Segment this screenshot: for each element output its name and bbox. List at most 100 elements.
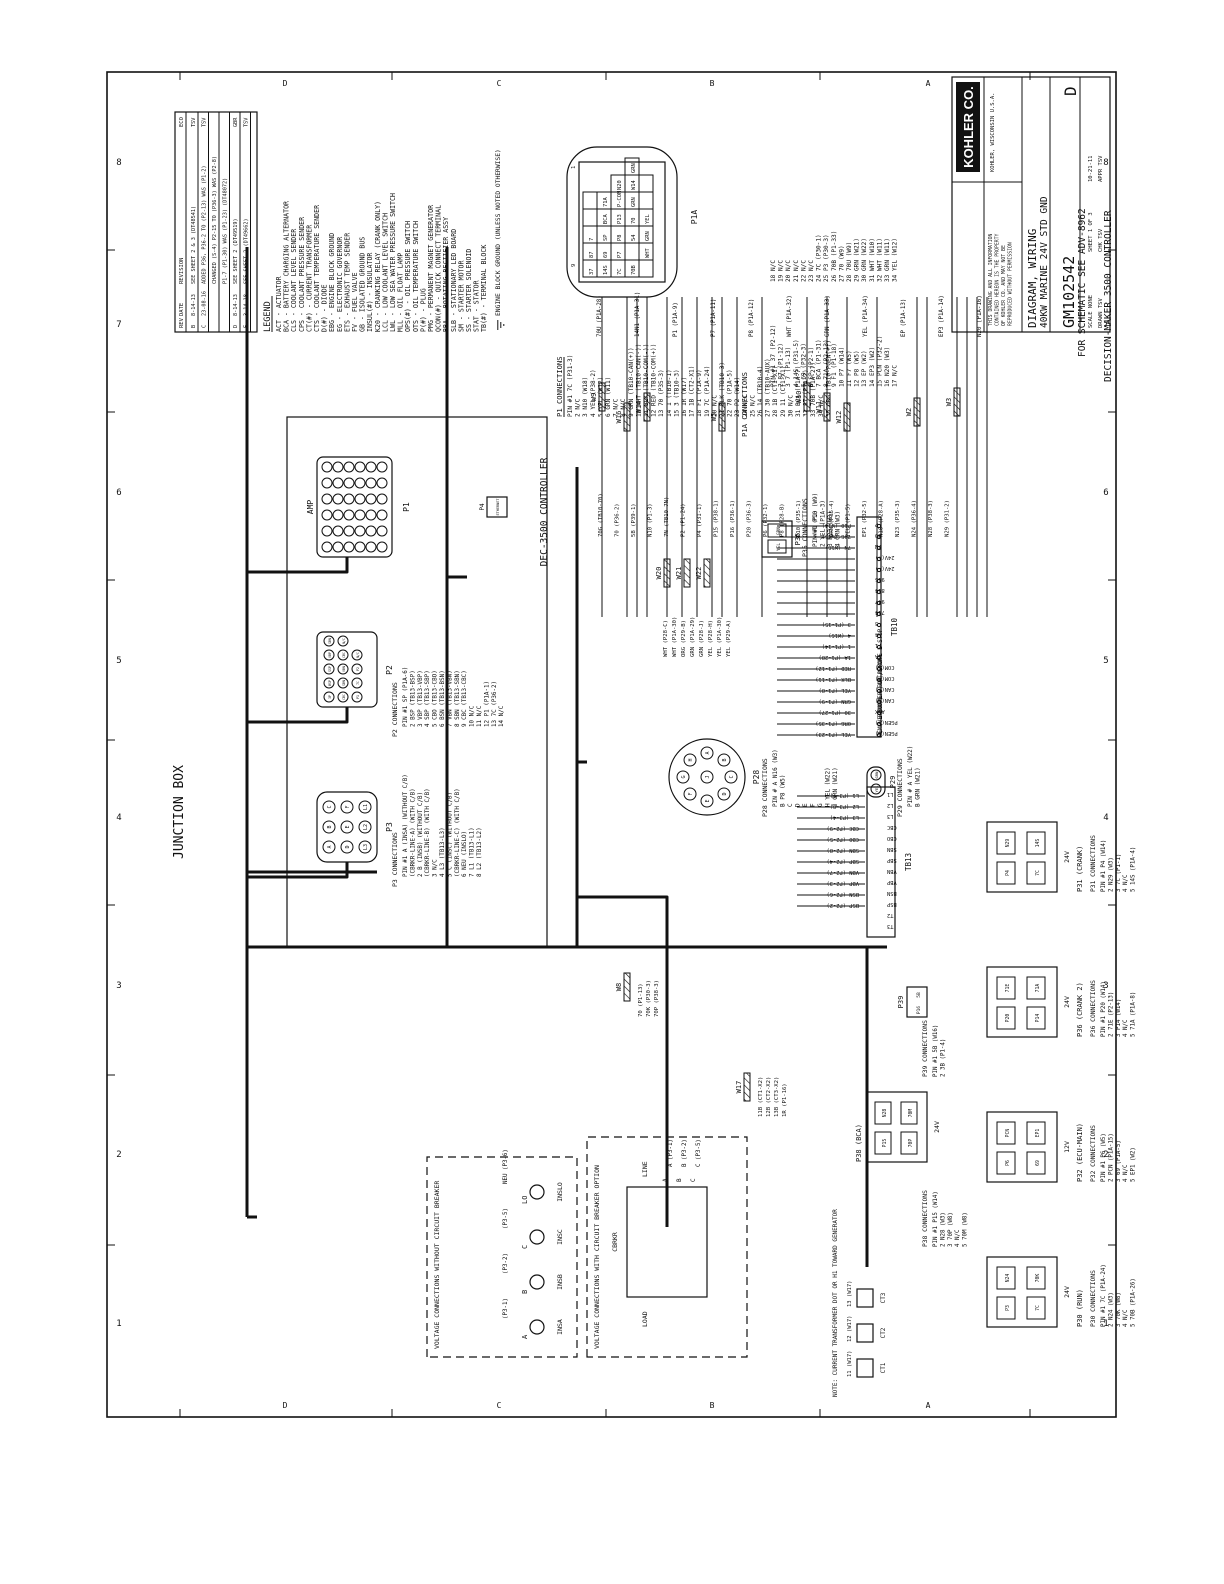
- p3-connection-row: PIN #1 A (INSA) (WITHOUT C/B): [403, 774, 409, 877]
- p35-connections-title: P35 CONNECTIONS: [801, 498, 809, 557]
- p1a-connection-row: 30 GRN (W22): [861, 238, 868, 282]
- relay-pin: [1026, 831, 1046, 855]
- p38-connection-row: 4 N/C: [955, 1229, 961, 1247]
- revision-cell: TSV: [244, 118, 250, 127]
- harness-wire-label: WHT (P1A-30): [672, 617, 678, 657]
- p1-connection-row: 20 N/C: [711, 395, 718, 417]
- p1a-pin: 87: [589, 252, 595, 259]
- legend-title: LEGEND: [263, 301, 273, 332]
- p29-pin-label: GRN: [874, 771, 879, 779]
- relay-pin: [1026, 1151, 1046, 1175]
- p28-pin: [676, 770, 690, 784]
- stud-icon: [529, 1184, 545, 1200]
- p1-connection-row: 25 N/C: [749, 395, 756, 417]
- relay-body: [986, 966, 1058, 1038]
- relay-connection-row: 5 EP1 (W2): [1131, 1147, 1137, 1182]
- p1a-pin: P8: [617, 235, 623, 242]
- p1a-number: 9: [571, 264, 577, 267]
- p2-pin: [323, 663, 335, 675]
- zone-letter-top: C: [497, 79, 502, 88]
- relay-label: P32 (ECU-MAIN): [1076, 1123, 1084, 1182]
- p2-pin-label: SSP: [328, 666, 332, 672]
- p1a-connection-row: 18 N/C: [770, 260, 777, 282]
- revision-cell: E: [244, 325, 250, 328]
- p4-sublabel: ETHERNET: [496, 498, 500, 516]
- revision-cell: D: [233, 325, 239, 328]
- harness-wire-label: P8 (P28-B): [780, 503, 786, 537]
- remote-label: REMOTE START/STOP: [878, 657, 884, 717]
- tb10-wire-label: 3 (P1-15): [822, 621, 851, 627]
- zone-number-left: 4: [116, 813, 121, 823]
- stud-label: LO: [521, 1196, 529, 1204]
- p29-connection-row: PIN # A YEL (W22): [907, 746, 914, 807]
- p2-connection-row: 6 BSN (TB13-BSN): [440, 670, 446, 727]
- harness-wire-label: 14N1 (P1A-31): [635, 292, 641, 337]
- fine-print: CONTAINED HEREON IS THE PROPERTY: [995, 233, 1001, 326]
- p1-pin: [354, 477, 366, 489]
- zone-number-left: 5: [116, 656, 121, 666]
- p1a-connection-row: 20 N/C: [785, 260, 792, 282]
- p28-pin-label: E: [705, 799, 711, 802]
- controller-title: DEC-3500 CONTROLLER: [539, 457, 550, 566]
- p1-connection-row: 31 BCA (P1A-7): [795, 366, 802, 417]
- p1a-connection-row: 6 SP (P2-1): [808, 347, 815, 387]
- legend-item: CT(#) - CURRENT TRANSFORMER: [305, 225, 313, 332]
- p3-connection-row: (CBRKR-LINE-C) (WITH C/B): [455, 788, 461, 877]
- p28-pin-label: D: [722, 792, 728, 795]
- p1-pin: [332, 509, 344, 521]
- p2-connections-title: P2 CONNECTIONS: [391, 682, 399, 737]
- harness-wire-label: N28 (P38-3): [928, 500, 934, 537]
- tb10-terminal: CAN(+): [875, 686, 894, 692]
- harness-wire-label: GRN (P1A-29): [690, 617, 696, 657]
- legend-item: K20 - CRANKING RELAY (CRANK ONLY): [374, 201, 382, 332]
- p1-connection-row: 6 GRN (W11): [605, 377, 612, 417]
- p28-shell: [668, 738, 746, 816]
- junction-box-label: JUNCTION BOX: [172, 765, 187, 859]
- p28-connection-row: G: [817, 803, 824, 807]
- tb13-terminal: CBO: [887, 835, 897, 841]
- amp-label: AMP: [306, 500, 315, 515]
- p1a-pin: N20: [617, 180, 623, 190]
- legend-item: EG - ELECTRONIC GOVERNOR: [336, 237, 344, 332]
- relay-pin-label: 70K: [1035, 1274, 1041, 1283]
- legend-ground-note: ENGINE BLOCK GROUND (UNLESS NOTED OTHERW…: [495, 149, 502, 316]
- harness-wire-label: 7N (TB10-7N): [664, 497, 670, 537]
- tb10-terminal: 814: [875, 587, 885, 593]
- harness-wire-label: YEL (P1-5): [846, 503, 852, 537]
- p28-connection-row: PIN # A N16 (W3): [772, 749, 779, 807]
- tb10-wire-label: YEL (P1-8): [819, 687, 851, 693]
- p35-label: P35: [794, 533, 802, 546]
- phase-lead-label: C (P3-5): [696, 1139, 702, 1167]
- relay-pin: [1026, 1296, 1046, 1320]
- tb13-terminal: L3: [887, 813, 894, 819]
- stud-label: A: [521, 1334, 529, 1339]
- revision-cell: ADDED P36, P36-2 TO (P2-13) WAS (P1-2): [202, 165, 208, 284]
- p1-pin: [376, 541, 388, 553]
- revision-table-border: [174, 111, 258, 333]
- tb10-terminal: PGEN(+): [875, 719, 898, 725]
- p1-pin: [332, 461, 344, 473]
- harness-label: W10: [795, 391, 803, 404]
- remote-label: REMOVE JUMPER FOR REMOTE E-STOP: [878, 628, 884, 737]
- harness-wire-label: YEL (P1A-30): [717, 617, 723, 657]
- p1-connection-row: 3 N10 (W18): [582, 377, 589, 417]
- legend-item: CTS - COOLANT TEMPERATURE SENDER: [313, 205, 321, 332]
- p1a-connection-row: 27 70 (W9): [838, 245, 845, 282]
- relay-connection-row: PIN #1 P20 (W14): [1101, 981, 1107, 1037]
- p4-label: P4: [479, 503, 486, 511]
- tb10-terminal: 24V(+): [875, 554, 894, 560]
- relay-connection-row: 3 70K (W8): [1116, 1292, 1122, 1327]
- tb10-terminal: PGEN(-): [875, 730, 898, 736]
- relay-pin-label: PCN: [1005, 1129, 1011, 1138]
- p3-label: P3: [385, 822, 394, 832]
- p1a-connection-row: 33 GRN (W11): [884, 238, 891, 282]
- zone-number-right: 6: [1103, 488, 1108, 498]
- p2-pin: [337, 663, 349, 675]
- harness-wire-label: P10 (P35-1): [796, 500, 802, 537]
- phase-label: B: [676, 1178, 683, 1182]
- relay-connection-row: PIN #1 7C (P1A-24): [1101, 1264, 1107, 1327]
